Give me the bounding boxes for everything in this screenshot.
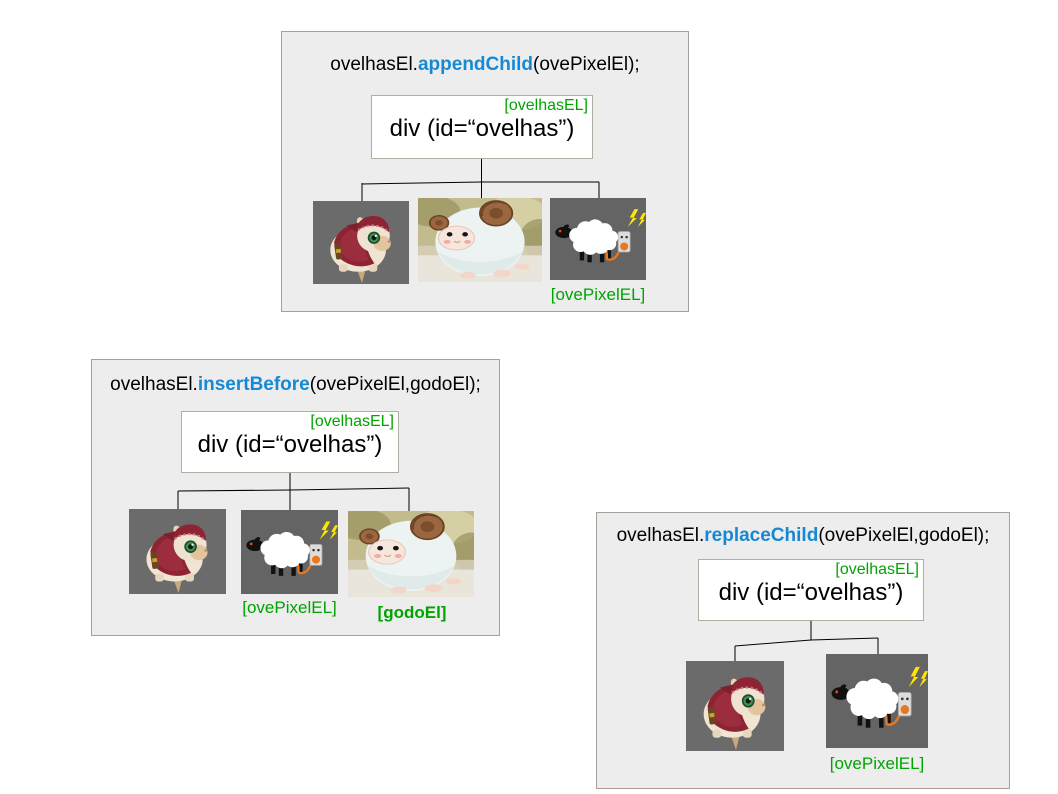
code-statement: ovelhasEl.insertBefore(ovePixelEl,godoEl… [92, 374, 499, 396]
code-statement: ovelhasEl.appendChild(ovePixelEl); [282, 54, 688, 76]
tree-connector-lines [734, 620, 879, 662]
code-method: replaceChild [704, 525, 819, 546]
code-object: ovelhasEl. [110, 374, 198, 395]
ove-pixel-el-label: [ovePixelEL] [550, 285, 646, 304]
ove-pixel-el-label: [ovePixelEL] [242, 598, 337, 617]
hamster-sheep-image [686, 661, 784, 751]
hamster-sheep-image [129, 509, 226, 594]
parent-div-box: [ovelhasEL] div (id=“ovelhas”) [698, 559, 924, 621]
parent-div-box: [ovelhasEL] div (id=“ovelhas”) [181, 411, 399, 473]
div-id-text: div (id=“ovelhas”) [718, 579, 904, 606]
pixel-sheep-image [550, 198, 646, 280]
code-method: appendChild [417, 54, 534, 75]
div-id-text: div (id=“ovelhas”) [197, 431, 383, 458]
code-object: ovelhasEl. [330, 54, 418, 75]
code-object: ovelhasEl. [616, 525, 705, 546]
code-statement: ovelhasEl.replaceChild(ovePixelEl,godoEl… [597, 525, 1009, 547]
plush-sheep-image [348, 511, 474, 597]
hamster-sheep-image [313, 201, 409, 284]
code-method: insertBefore [197, 374, 310, 395]
panel-replace-child: ovelhasEl.replaceChild(ovePixelEl,godoEl… [596, 512, 1010, 789]
ove-pixel-el-label: [ovePixelEL] [829, 754, 925, 773]
ovelhas-el-tag: [ovelhasEL] [835, 561, 919, 578]
pixel-sheep-image [241, 510, 338, 594]
pixel-sheep-image [826, 654, 928, 748]
ovelhas-el-tag: [ovelhasEL] [310, 413, 394, 430]
plush-sheep-image [418, 198, 542, 282]
godo-el-label: [godoEl] [377, 603, 447, 622]
code-args: (ovePixelEl,godoEl); [309, 374, 481, 395]
code-args: (ovePixelEl); [533, 54, 640, 75]
panel-insert-before: ovelhasEl.insertBefore(ovePixelEl,godoEl… [91, 359, 500, 636]
panel-append-child: ovelhasEl.appendChild(ovePixelEl); [ovel… [281, 31, 689, 312]
code-args: (ovePixelEl,godoEl); [818, 525, 990, 546]
div-id-text: div (id=“ovelhas”) [389, 115, 575, 142]
parent-div-box: [ovelhasEL] div (id=“ovelhas”) [371, 95, 593, 159]
ovelhas-el-tag: [ovelhasEL] [504, 97, 588, 114]
